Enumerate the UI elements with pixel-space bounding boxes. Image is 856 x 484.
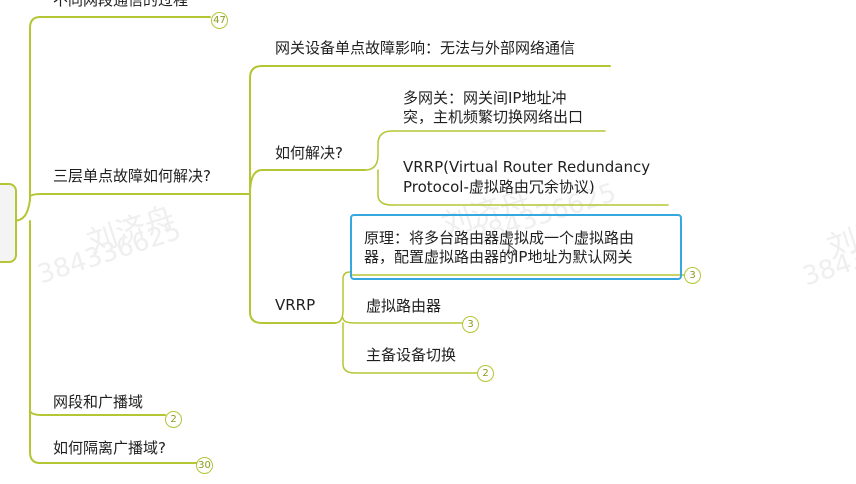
collapsed-count-badge[interactable]: 2 bbox=[477, 365, 494, 382]
node-vrrp-principle-line2[interactable]: 器，配置虚拟路由器的IP地址为默认网关 bbox=[364, 248, 633, 266]
node-l3-single-point-failure[interactable]: 三层单点故障如何解决? bbox=[53, 167, 211, 185]
collapsed-count-badge[interactable]: 3 bbox=[684, 267, 701, 284]
node-inter-segment-communication[interactable]: 不同网段通信的过程 bbox=[53, 0, 189, 9]
node-vrrp-principle-line1[interactable]: 原理：将多台路由器虚拟成一个虚拟路由 bbox=[364, 229, 635, 247]
node-master-backup-switch[interactable]: 主备设备切换 bbox=[366, 346, 457, 364]
node-virtual-router[interactable]: 虚拟路由器 bbox=[366, 297, 442, 315]
node-vrrp-definition-line1[interactable]: VRRP(Virtual Router Redundancy bbox=[403, 158, 651, 176]
node-isolate-broadcast-domain[interactable]: 如何隔离广播域? bbox=[53, 439, 166, 457]
node-multi-gateway-line2[interactable]: 突，主机频繁切换网络出口 bbox=[403, 108, 584, 126]
selected-node-highlight[interactable] bbox=[350, 214, 682, 280]
mouse-cursor-icon bbox=[508, 244, 518, 256]
collapsed-count-badge[interactable]: 47 bbox=[211, 12, 228, 29]
node-segment-and-broadcast[interactable]: 网段和广播域 bbox=[53, 393, 144, 411]
node-gateway-failure-impact[interactable]: 网关设备单点故障影响：无法与外部网络通信 bbox=[275, 39, 576, 57]
node-multi-gateway-line1[interactable]: 多网关：网关间IP地址冲 bbox=[403, 89, 567, 107]
node-how-to-solve[interactable]: 如何解决? bbox=[275, 144, 343, 162]
root-topic-node[interactable] bbox=[0, 183, 17, 263]
node-vrrp-definition-line2[interactable]: Protocol-虚拟路由冗余协议) bbox=[403, 178, 595, 196]
collapsed-count-badge[interactable]: 30 bbox=[196, 457, 213, 474]
collapsed-count-badge[interactable]: 3 bbox=[462, 316, 479, 333]
collapsed-count-badge[interactable]: 2 bbox=[165, 411, 182, 428]
node-vrrp[interactable]: VRRP bbox=[275, 296, 316, 314]
